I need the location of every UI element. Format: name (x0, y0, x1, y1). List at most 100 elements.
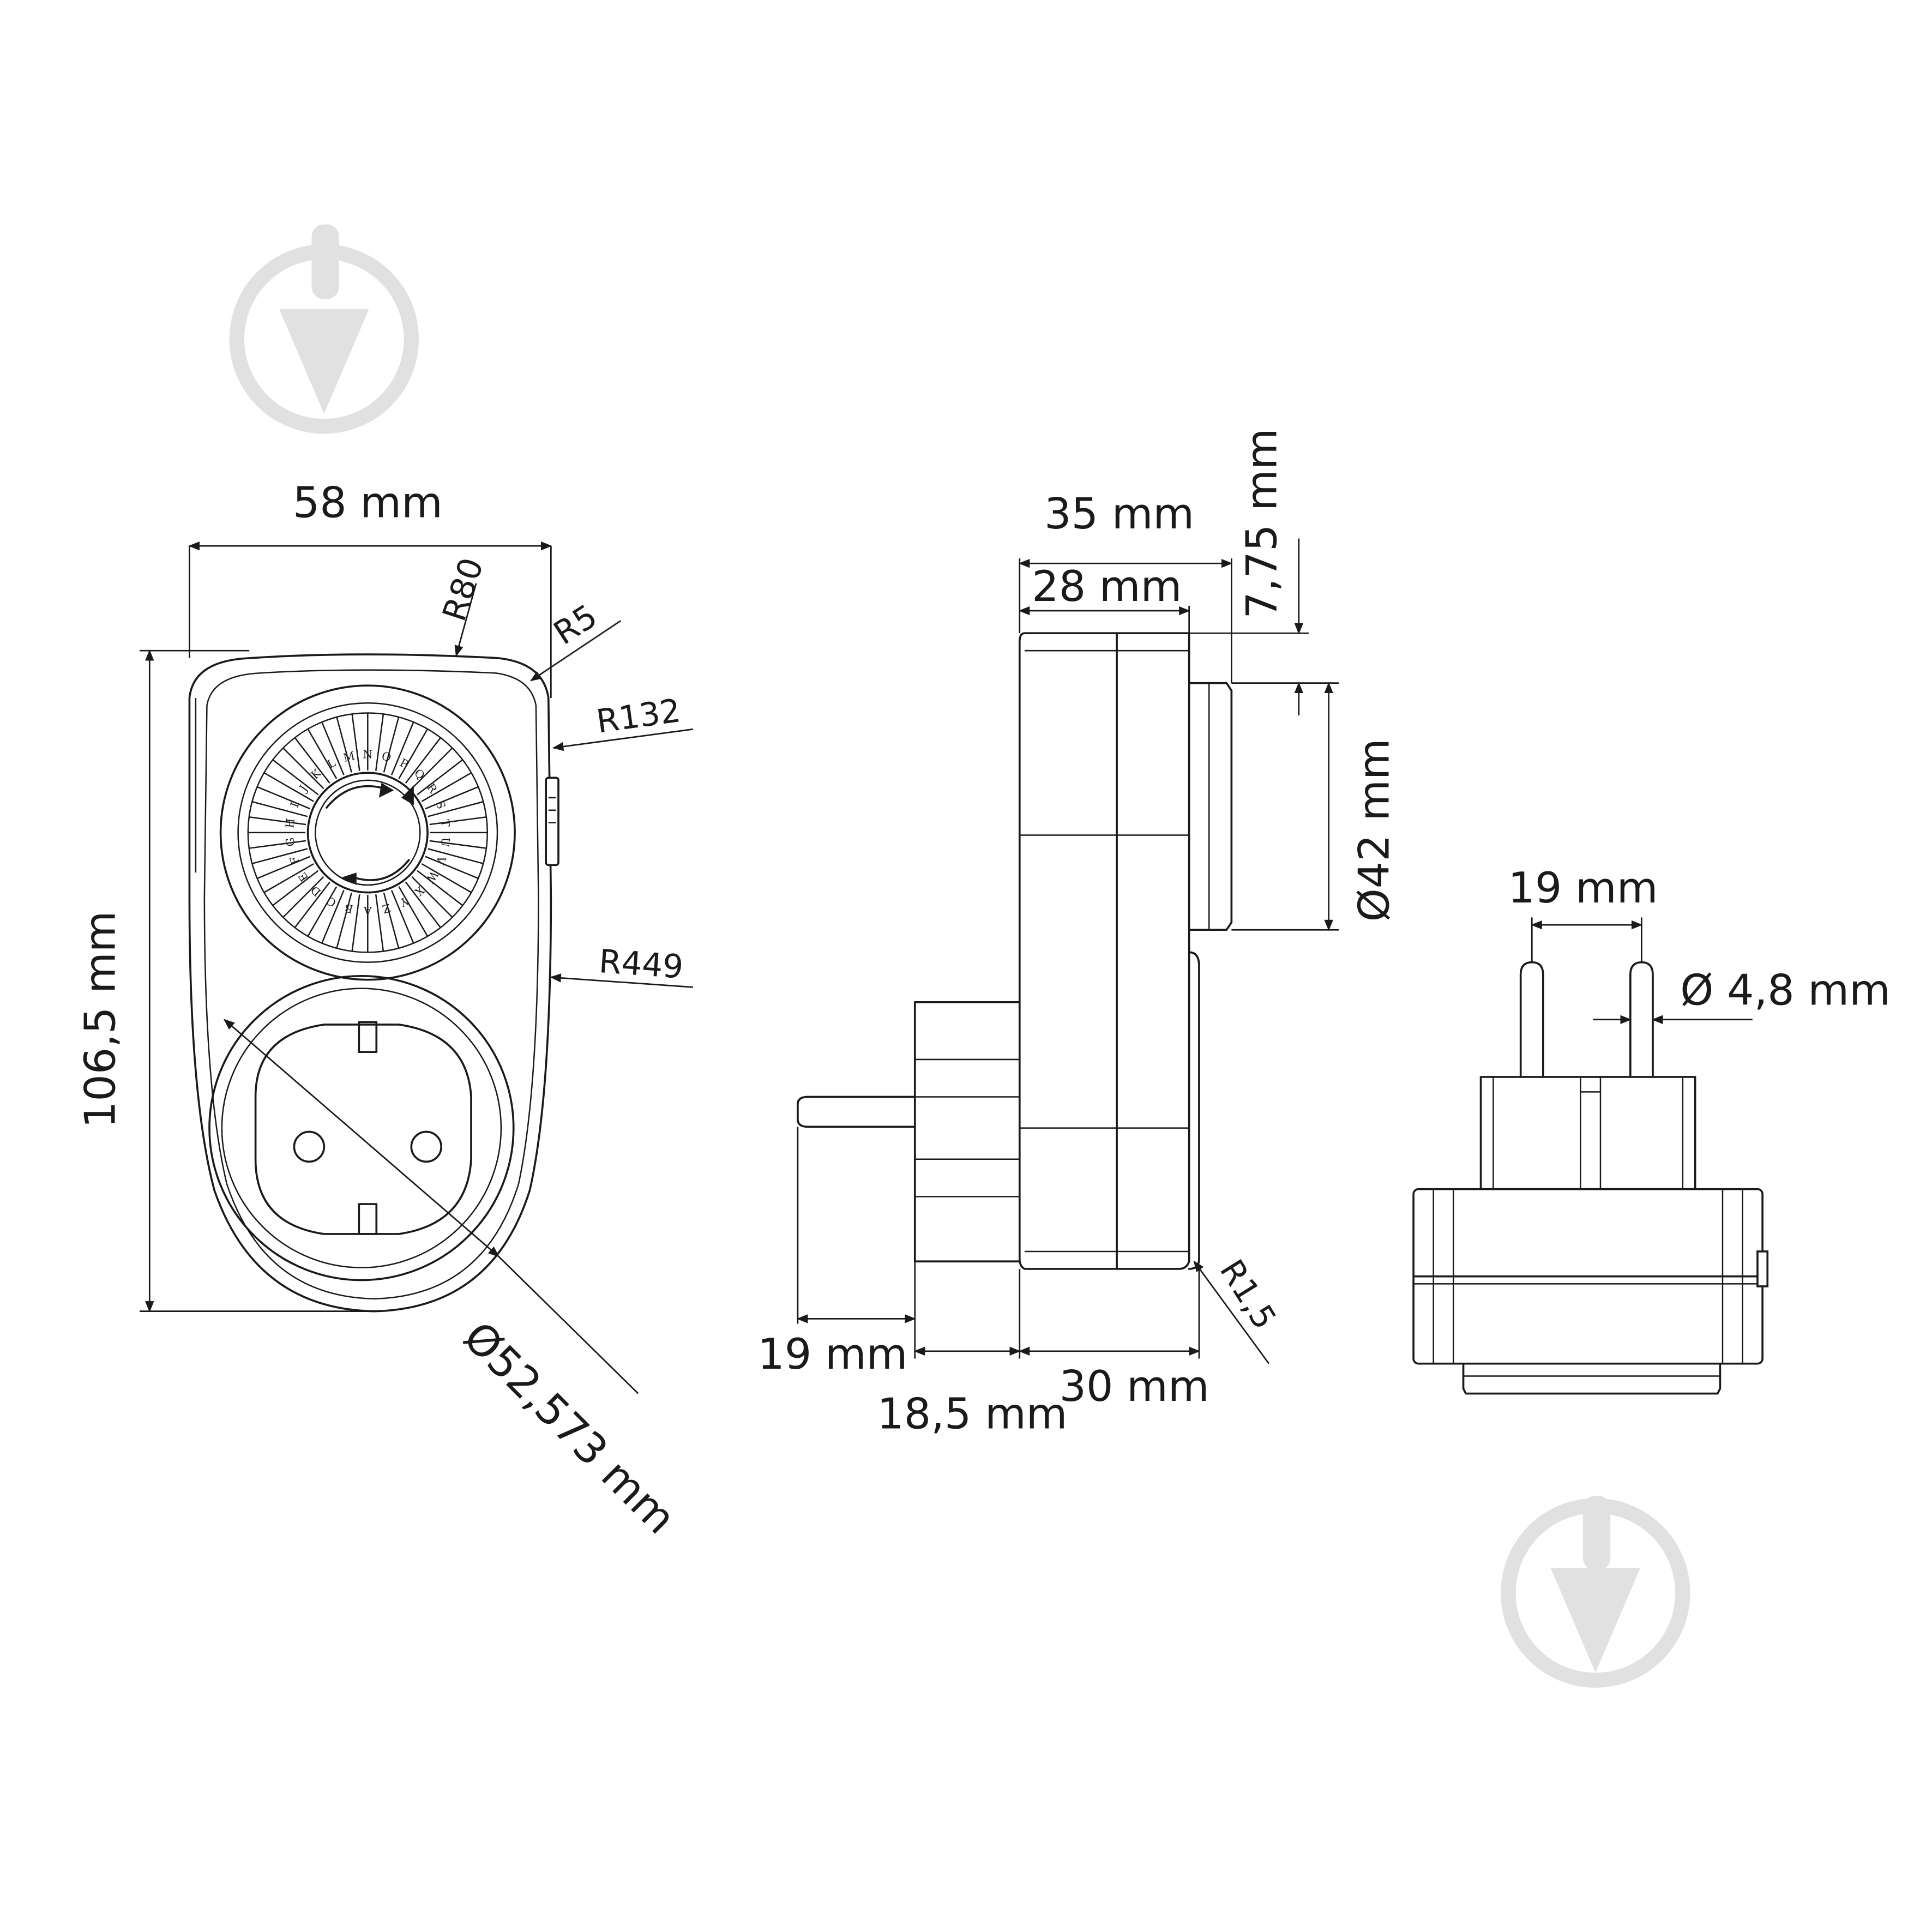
socket-diameter-label: Ø52,573 mm (454, 1313, 685, 1544)
mode-switch[interactable] (545, 777, 559, 866)
dial-ring-letter: L (325, 756, 338, 771)
dial-ring-letter: S (434, 799, 448, 811)
dial-tick (252, 801, 308, 817)
dial-pointer-icon (401, 785, 414, 805)
side-pin (797, 1096, 916, 1128)
plug-pin-right (1629, 961, 1654, 1078)
dial-tick (411, 876, 453, 918)
watermark-bottom-right (1501, 1495, 1690, 1688)
dial-tick (425, 786, 479, 810)
side-body-outline (1018, 632, 1190, 1270)
dial-tick (321, 721, 345, 775)
dial-tick (336, 717, 352, 773)
dial-ring-letter: W (423, 869, 441, 886)
dial-tick (417, 870, 464, 906)
pin-diameter-label: Ø 4,8 mm (1680, 966, 1891, 1015)
dial-tick (405, 881, 441, 928)
dial-diameter-label: Ø42 mm (1350, 738, 1399, 922)
plug-pin-left (1519, 961, 1544, 1078)
dial-ring-letter: B (344, 901, 354, 916)
depth-total-label: 35 mm (1044, 490, 1194, 539)
housing-inner-outline (203, 669, 539, 1300)
body-depth-label: 30 mm (1060, 1362, 1209, 1411)
dial-tick (421, 863, 472, 893)
dial-ring-letter: D (308, 883, 323, 899)
drop-pin-icon (1550, 1568, 1641, 1673)
dial-tick (257, 786, 311, 810)
dial-tick (417, 759, 464, 796)
dial-tick (398, 886, 429, 937)
drop-pin-icon (279, 309, 369, 414)
dial-tick (249, 816, 306, 826)
width-dimension-label: 58 mm (293, 479, 443, 528)
dial-tick (411, 747, 453, 789)
dial-tick (383, 717, 400, 773)
plug-view-dial-cap (1462, 1362, 1722, 1395)
dial-ring-letter: P (398, 756, 411, 771)
socket-hole-left (293, 1130, 326, 1163)
corner-radius-label: R1,5 (1212, 1253, 1283, 1336)
radius-r132-label: R132 (594, 692, 683, 741)
dial-tick (249, 840, 306, 849)
side-dial-cap (1188, 682, 1233, 931)
housing-outline (188, 653, 552, 1313)
dial-ring-letter: Q (412, 766, 428, 782)
dial-tick (336, 892, 352, 949)
dial-ring-letter: F (287, 854, 303, 866)
dial-tick (375, 894, 384, 952)
dial-ring-letter: A (363, 904, 372, 917)
dial-ring-letter: H (283, 817, 297, 829)
dial-tick (383, 892, 400, 949)
dial-tick (390, 721, 414, 775)
dial-ring-letter: K (309, 766, 324, 782)
radius-r80-label: R80 (436, 553, 491, 626)
dial-tick (398, 729, 429, 779)
dial-offset-label: 7,75 mm (1238, 428, 1287, 618)
dial-tick (307, 886, 338, 937)
dial-ring-letter: R (424, 781, 440, 796)
dial-ring-letter: Z (381, 901, 392, 916)
plug-base (1479, 1076, 1696, 1190)
dial-ring-letter: T (438, 818, 453, 828)
schuko-socket (208, 974, 515, 1281)
watermark-top-left (229, 224, 419, 434)
dial-tick (257, 856, 311, 880)
depth-body-label: 28 mm (1032, 562, 1182, 611)
dial-tick (425, 856, 479, 880)
dial-ring-letter: G (283, 837, 297, 847)
dial-ring-letter: X (412, 883, 427, 899)
radius-r449-label: R449 (598, 943, 684, 986)
dial-tick (428, 848, 484, 864)
dial-tick (351, 894, 360, 952)
dial-tick (421, 772, 472, 802)
dial-tick (272, 759, 319, 796)
dial-tick (428, 801, 484, 817)
dial-ring-letter: Y (398, 894, 411, 909)
dial-ring-letter: M (342, 749, 356, 765)
height-dimension-label: 106,5 mm (76, 911, 125, 1129)
dial-tick (390, 890, 414, 944)
side-plug-base (913, 1001, 1021, 1263)
rotate-arrow-icon (326, 785, 383, 809)
dial-tick (405, 737, 441, 784)
pin-length-label: 19 mm (757, 1330, 907, 1379)
dial-tick (263, 863, 314, 893)
plug-view: 19 mm Ø 4,8 mm (1412, 864, 1891, 1395)
dial-tick (351, 714, 360, 771)
dial-ring-letter: O (381, 749, 393, 764)
socket-hole-right (410, 1130, 443, 1163)
plug-view-switch (1756, 1250, 1769, 1287)
dial-tick (294, 881, 330, 928)
dial-tick (282, 876, 324, 918)
dial-tick (307, 729, 338, 779)
pin-spacing-label: 19 mm (1508, 864, 1658, 913)
dial-tick (375, 714, 384, 771)
dial-tick (429, 816, 487, 826)
dial-ring-letter: U (438, 836, 453, 847)
dial-tick (429, 840, 487, 849)
radius-r5-label: R5 (547, 598, 604, 653)
plug-base-label: 18,5 mm (877, 1390, 1067, 1439)
